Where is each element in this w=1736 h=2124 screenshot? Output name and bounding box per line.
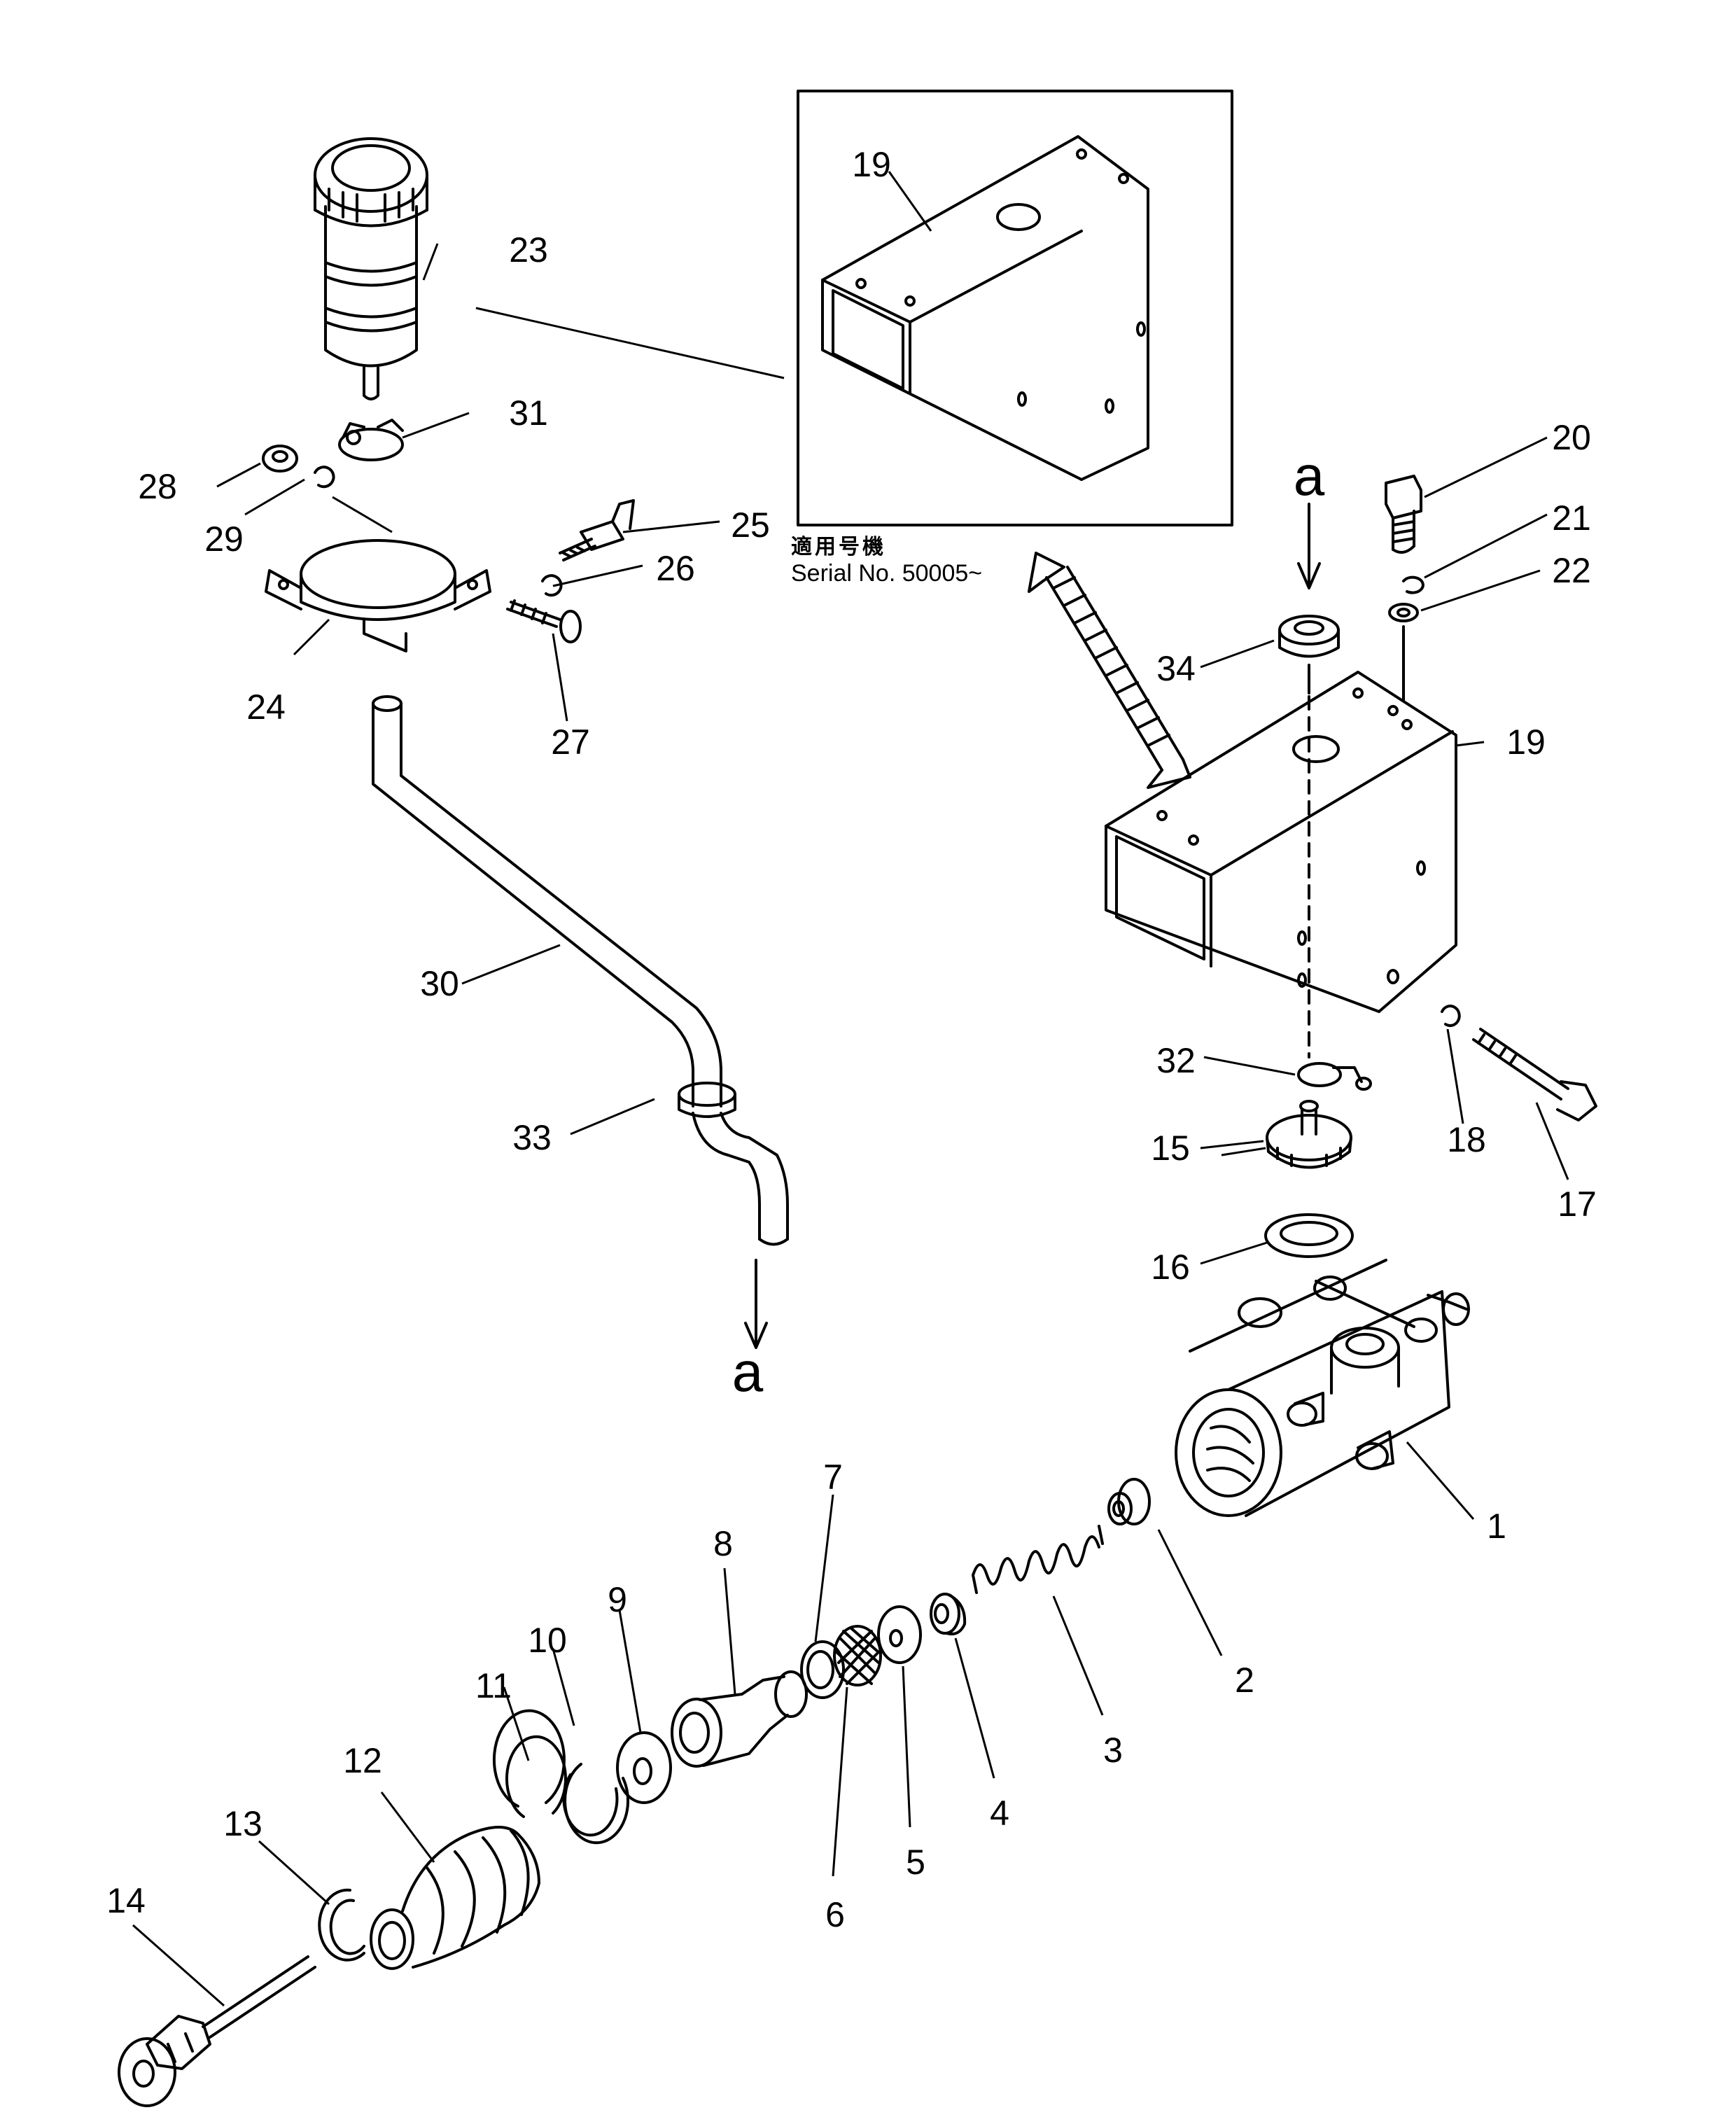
callout-8: 8 [713,1524,733,1563]
lock-washer-18 [1441,1005,1461,1027]
callout-19-inset: 19 [852,145,891,184]
callout-15: 15 [1151,1129,1190,1168]
hose-30 [372,695,789,1246]
callout-2: 2 [1235,1661,1254,1700]
serial-number-note: Serial No. 50005~ [791,559,983,587]
callout-4: 4 [990,1794,1009,1833]
callout-22: 22 [1552,551,1591,590]
callout-34: 34 [1156,649,1196,688]
callout-17: 17 [1558,1185,1597,1224]
clamp-32 [1297,1062,1372,1091]
boot-12 [370,1826,540,1970]
cylinder-body-1 [1175,1259,1470,1517]
callout-28: 28 [138,467,177,506]
callout-19-main: 19 [1506,722,1546,762]
inset-pointer-arrow [1028,552,1191,789]
callout-16: 16 [1151,1248,1190,1287]
bolt-25 [559,499,635,561]
push-rod-14 [118,1955,316,2107]
lock-washer-29 [314,466,335,489]
callout-12: 12 [343,1741,382,1780]
washer-16 [1264,1213,1354,1258]
snap-ring-10 [564,1763,630,1845]
inset-frame [797,90,1233,526]
retainer-2 [1107,1478,1151,1525]
lock-washer-26 [541,574,563,597]
screw-27 [506,599,582,643]
washer-9 [616,1731,672,1804]
callout-33: 33 [512,1118,552,1157]
flow-label-bottom: a [732,1341,764,1403]
callout-5: 5 [906,1843,925,1882]
callout-27: 27 [551,722,590,762]
piston-8 [671,1670,808,1768]
callout-29: 29 [204,519,244,559]
grommet-34 [1278,615,1340,658]
callout-3: 3 [1103,1731,1123,1770]
clamp-bracket-24 [265,539,491,652]
reservoir-23 [314,137,428,400]
leader-lines [132,171,1569,2007]
callout-14: 14 [106,1881,146,1920]
callout-18: 18 [1447,1120,1486,1159]
spring-3 [972,1525,1104,1594]
callout-31: 31 [509,393,548,433]
clamp-31 [338,419,404,461]
nut-28 [262,445,298,473]
callout-20: 20 [1552,418,1591,457]
callout-11: 11 [475,1666,512,1705]
grommet-33 [678,1082,736,1118]
callout-24: 24 [246,687,286,727]
ring-7 [800,1640,845,1699]
washer-5 [877,1605,922,1664]
flow-arrow-top [1297,503,1321,589]
bolt-17 [1472,1028,1597,1122]
callout-26: 26 [656,549,695,588]
flow-arrow-bottom [744,1259,768,1349]
callout-13: 13 [223,1804,262,1843]
callout-6: 6 [825,1895,845,1934]
clip-13 [318,1888,365,1962]
callout-7: 7 [823,1458,843,1497]
mounting-bracket-19 [1105,671,1457,1013]
cap-15 [1266,1100,1352,1169]
seat-4 [930,1593,967,1636]
inset-applicability-note: 適用号機 Serial No. 50005~ [791,536,982,587]
callout-23: 23 [509,230,548,270]
bolt-20 [1385,475,1422,554]
cup-6 [833,1625,882,1686]
flow-label-top: a [1293,445,1325,507]
applicability-label-jp: 適用号機 [791,536,886,559]
callout-9: 9 [608,1580,627,1619]
ring-11 [492,1709,566,1808]
callout-32: 32 [1156,1041,1196,1080]
callout-21: 21 [1552,498,1591,538]
callout-30: 30 [420,964,459,1003]
callout-1: 1 [1487,1507,1506,1546]
inset-bracket [821,135,1149,481]
washer-22 [1388,603,1419,622]
callout-10: 10 [528,1621,567,1660]
lock-washer-21 [1402,575,1424,594]
callout-25: 25 [731,505,770,545]
